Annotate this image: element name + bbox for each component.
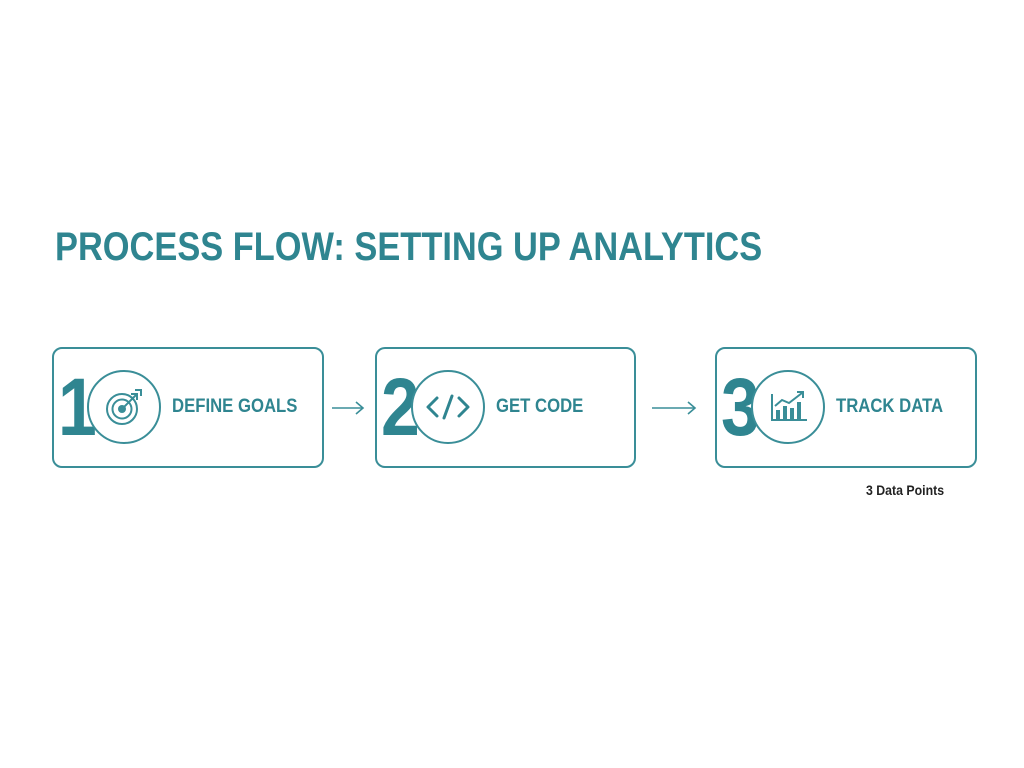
- step-get-code: 2 GET CODE: [375, 347, 636, 468]
- step-label: GET CODE: [496, 396, 584, 417]
- step-label: DEFINE GOALS: [172, 396, 298, 417]
- step-label: TRACK DATA: [836, 396, 944, 417]
- growth-chart-icon: [751, 370, 825, 444]
- step-define-goals: 1 DEFINE GOALS: [52, 347, 324, 468]
- target-icon: [87, 370, 161, 444]
- arrow-right-icon: [652, 401, 697, 415]
- data-points-caption: 3 Data Points: [866, 482, 945, 498]
- diagram-title: PROCESS FLOW: SETTING UP ANALYTICS: [55, 225, 763, 269]
- code-icon: [411, 370, 485, 444]
- arrow-right-icon: [332, 401, 365, 415]
- step-track-data: 3 TRACK DATA: [715, 347, 977, 468]
